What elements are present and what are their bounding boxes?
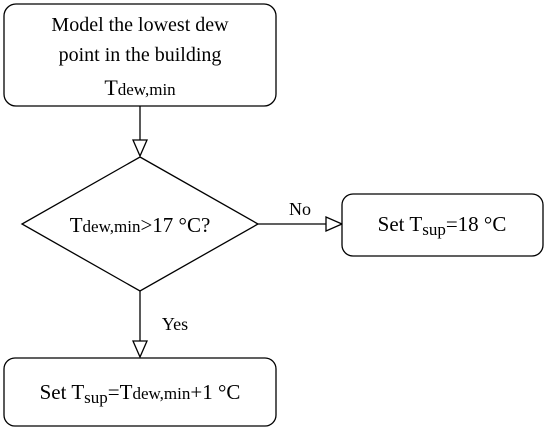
edge-start-decision — [132, 106, 148, 158]
no-action-node: Set Tsup=18 °C — [341, 193, 544, 257]
no-action-label: Set Tsup=18 °C — [378, 212, 507, 239]
yes-action-node: Set Tsup=Tdew,min+1 °C — [3, 357, 277, 427]
yes-action-label: Set Tsup=Tdew,min+1 °C — [40, 380, 241, 407]
yes-label: Yes — [162, 314, 188, 334]
start-line-1: Model the lowest dew — [51, 14, 229, 36]
edge-no: No — [258, 199, 344, 232]
start-node: Model the lowest dew point in the buildi… — [3, 3, 277, 107]
no-label: No — [289, 199, 311, 219]
decision-label: Tdew,min>17 °C? — [70, 213, 211, 237]
edge-yes: Yes — [132, 291, 188, 359]
start-line-2: point in the building — [59, 44, 222, 66]
start-line-3: Tdew,min — [104, 75, 176, 100]
decision-node: Tdew,min>17 °C? — [20, 156, 260, 292]
